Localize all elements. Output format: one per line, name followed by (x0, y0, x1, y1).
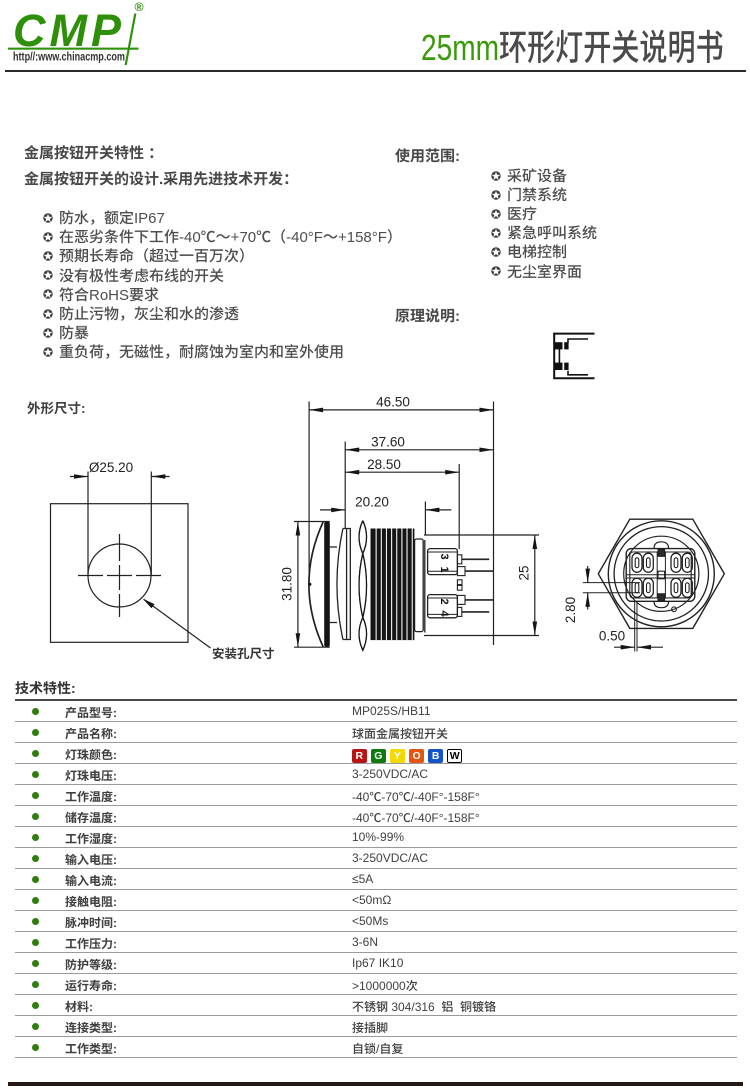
svg-text:25: 25 (517, 565, 532, 580)
svg-text:Ø25.20: Ø25.20 (89, 460, 133, 475)
svg-text:0.50: 0.50 (599, 629, 625, 644)
svg-text:28.50: 28.50 (367, 457, 401, 472)
svg-text:46.50: 46.50 (376, 395, 410, 410)
svg-text:31.80: 31.80 (280, 567, 295, 601)
svg-text:37.60: 37.60 (371, 435, 405, 450)
svg-text:3: 3 (438, 553, 450, 559)
svg-text:2.80: 2.80 (563, 597, 578, 623)
svg-text:1: 1 (438, 566, 450, 572)
svg-text:4: 4 (438, 610, 450, 617)
svg-text:®: ® (135, 0, 144, 14)
svg-text:安装孔尺寸: 安装孔尺寸 (212, 647, 275, 661)
svg-text:http//:www.chinacmp.com: http//:www.chinacmp.com (13, 52, 125, 64)
svg-text:2: 2 (438, 598, 450, 604)
svg-text:20.20: 20.20 (355, 495, 389, 510)
svg-text:CMP: CMP (13, 5, 125, 56)
